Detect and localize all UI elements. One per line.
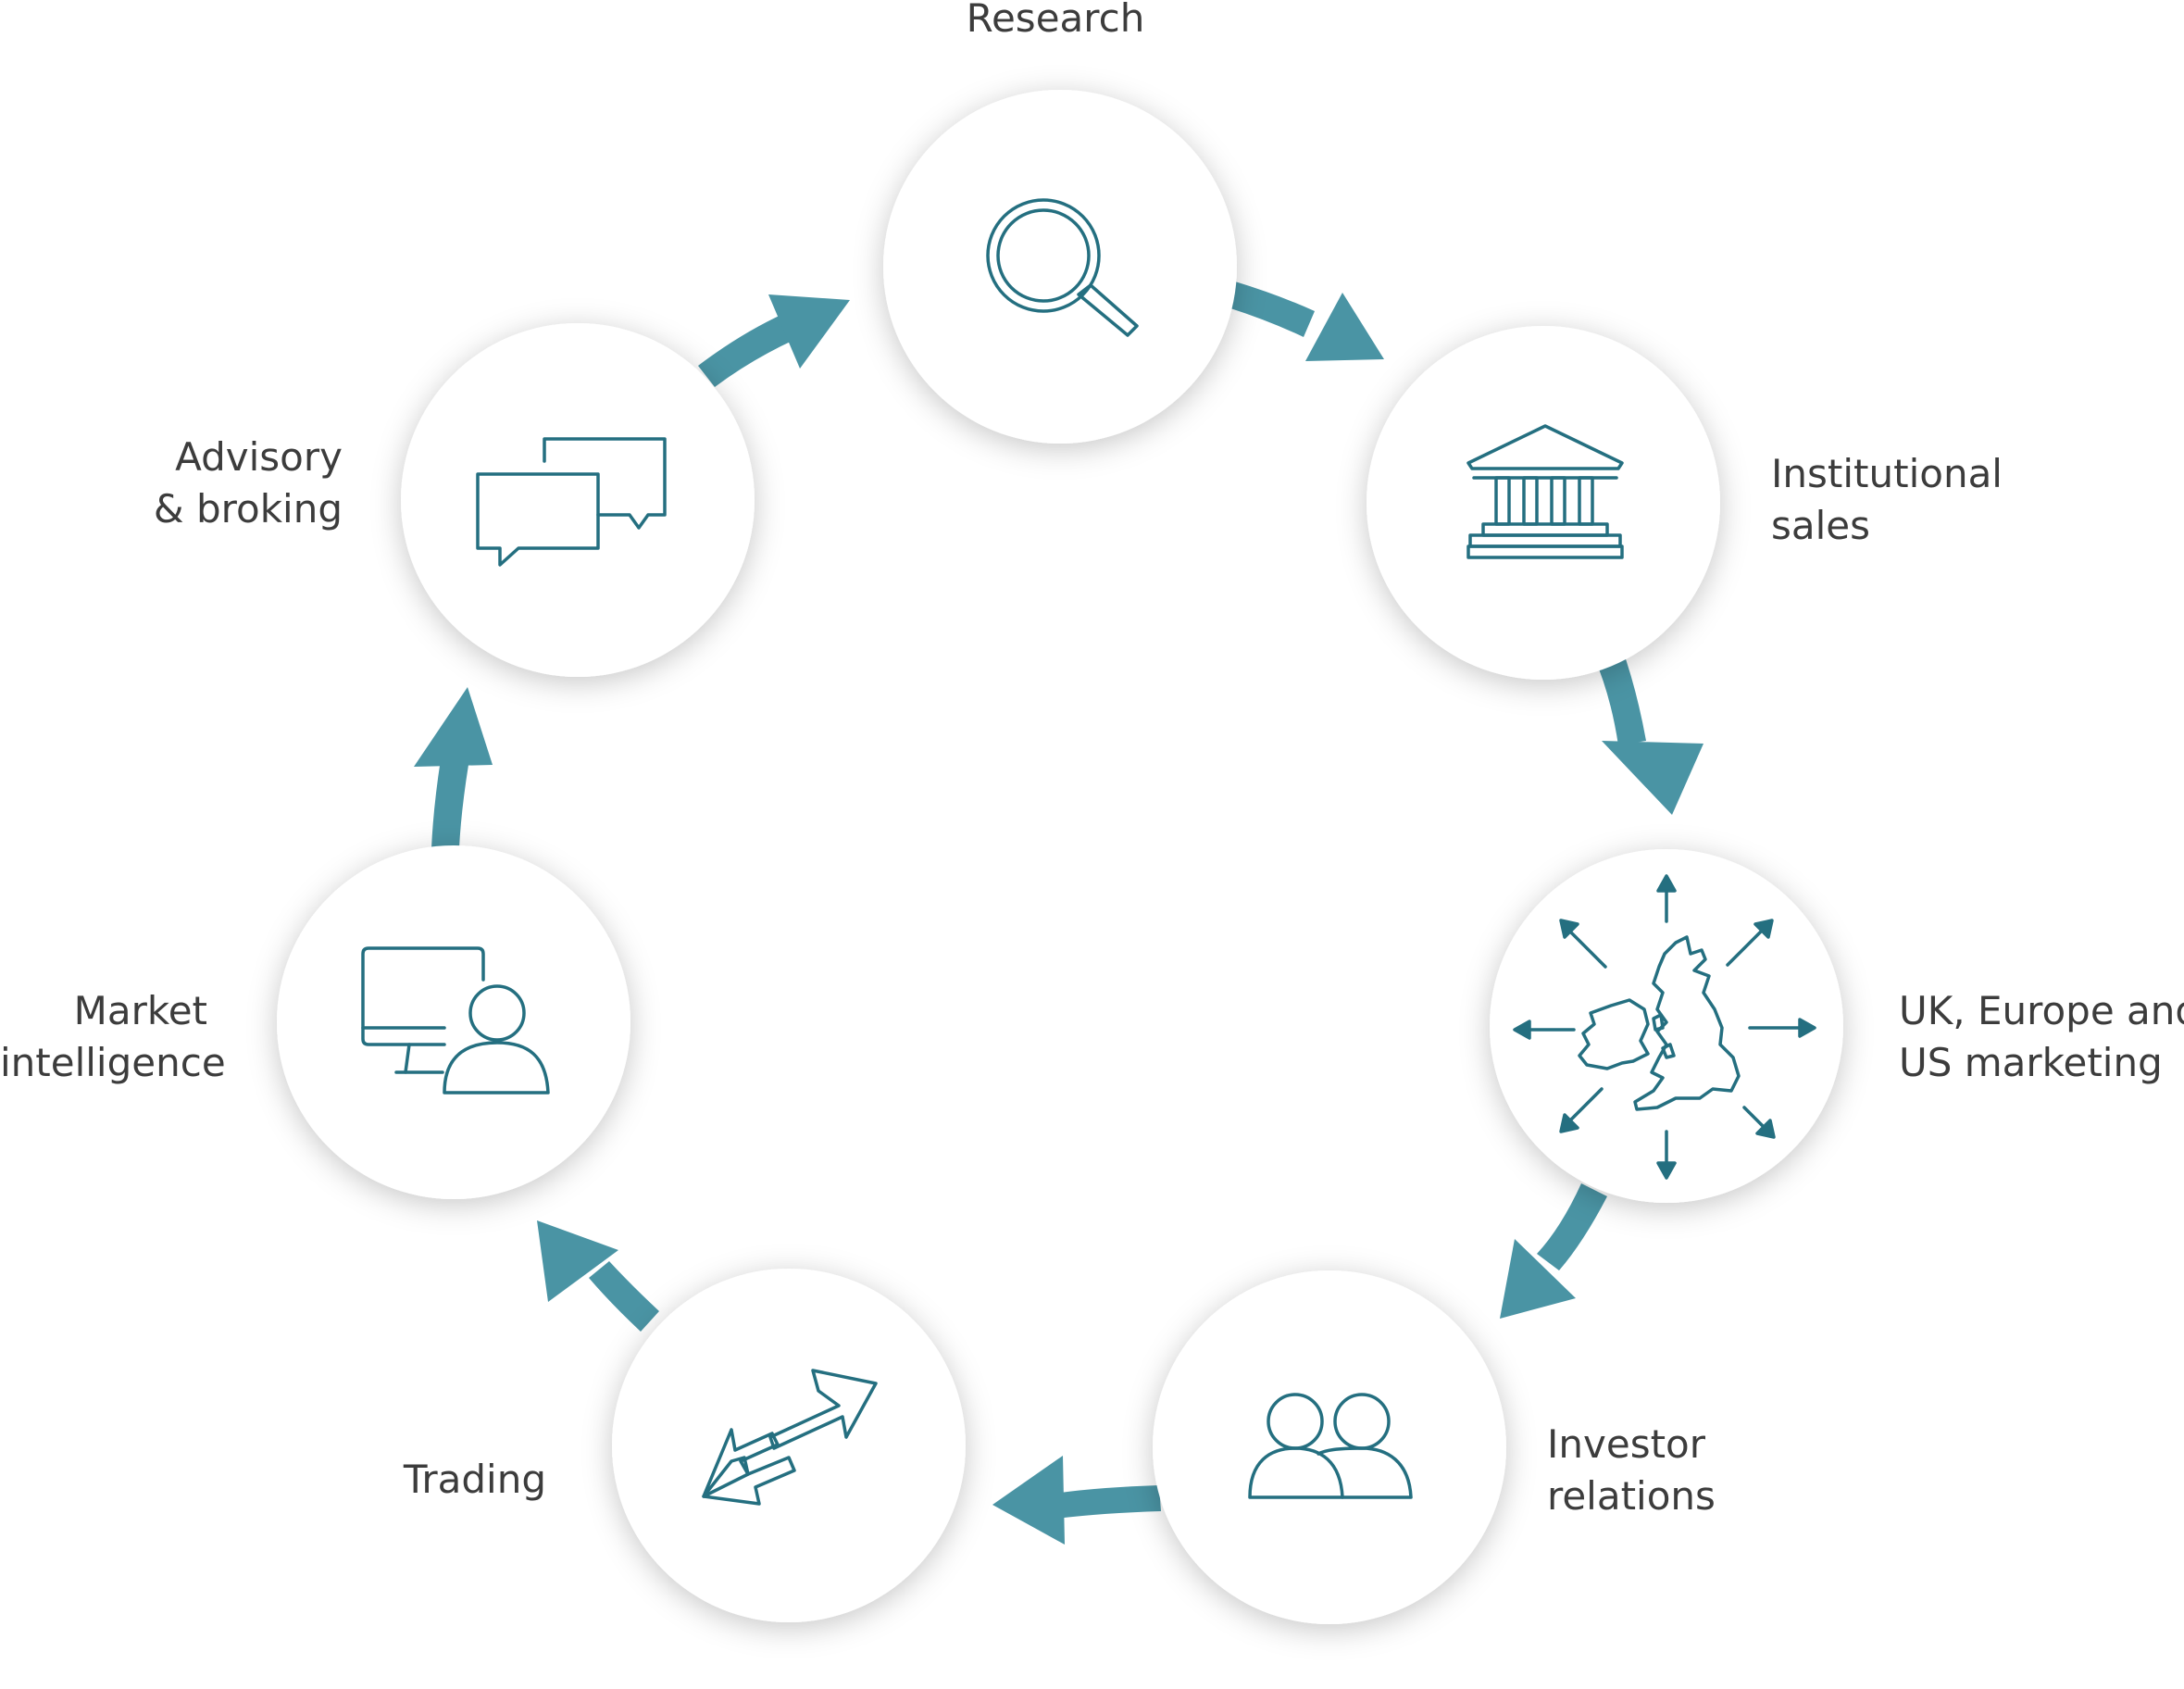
label-investor-line1: Investor [1547,1421,1706,1467]
uk-map-arrows-icon [1513,874,1816,1180]
flow-arrows [414,282,1704,1545]
label-market-line2: intelligence [0,1040,226,1085]
arrow-market-to-advisory [414,687,493,848]
label-market-line1: Market [73,988,207,1033]
label-marketing: UK, Europe and US marketing [1899,985,2184,1089]
arrow-institutional-to-marketing [1594,648,1704,815]
label-investor-relations: Investor relations [1547,1419,1716,1522]
label-research: Research [926,0,1185,44]
label-marketing-line2: US marketing [1899,1040,2163,1085]
label-advisory-line2: & broking [153,486,343,532]
arrow-advisory-to-research [698,294,850,387]
label-research-line1: Research [966,0,1145,41]
label-advisory-broking: Advisory & broking [111,432,343,535]
label-institutional-sales: Institutional sales [1771,448,2003,552]
label-market-intelligence: Market intelligence [0,985,226,1089]
investor-relations-circle [1153,1270,1506,1624]
label-trading-line1: Trading [403,1457,546,1502]
arrow-investor-to-trading [992,1456,1161,1545]
arrow-trading-to-market [537,1220,659,1332]
speech-bubbles-icon [476,437,667,567]
two-people-icon [1248,1393,1413,1499]
advisory-broking-circle [401,323,755,677]
label-marketing-line1: UK, Europe and [1899,988,2184,1033]
arrow-research-to-institutional [1228,282,1384,361]
two-way-arrow-icon [702,1369,878,1506]
monitor-person-icon [361,946,550,1095]
node-circles [277,90,1843,1624]
label-advisory-line1: Advisory [175,434,343,480]
institutional-sales-circle [1367,326,1720,680]
label-investor-line2: relations [1547,1473,1716,1519]
bank-building-icon [1466,424,1624,559]
research-circle [883,90,1237,444]
arrow-marketing-to-investor [1500,1183,1607,1319]
market-intelligence-circle [277,845,630,1199]
label-institutional-line1: Institutional [1771,451,2003,496]
label-trading: Trading [352,1454,546,1506]
trading-circle [612,1269,966,1622]
label-institutional-line2: sales [1771,503,1871,548]
magnifier-icon [986,198,1139,337]
